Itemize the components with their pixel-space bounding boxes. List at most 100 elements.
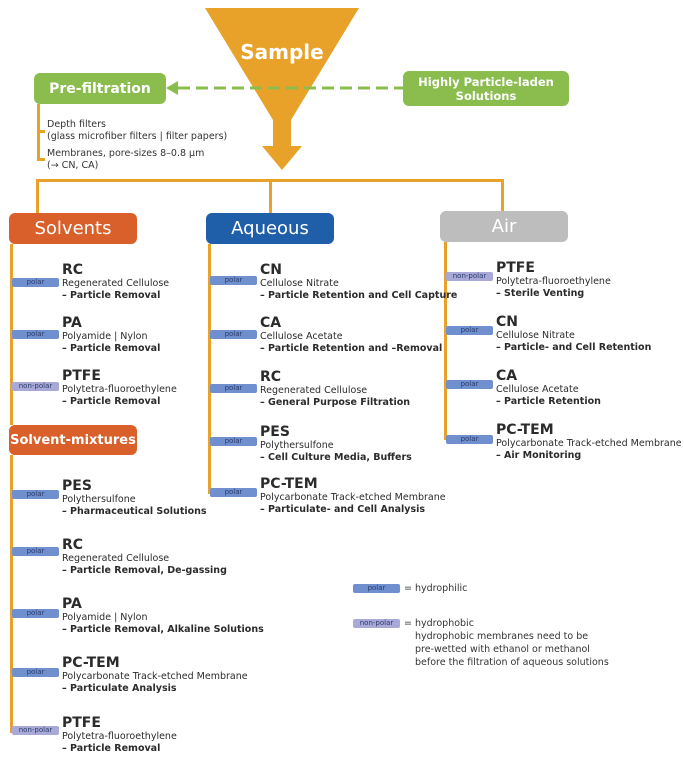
legend-polar-desc: = hydrophilic — [404, 583, 468, 594]
entry-abbr: CA — [260, 315, 282, 331]
legend-note-3: before the filtration of aqueous solutio… — [415, 657, 609, 668]
entry-full: Polycarbonate Track-etched Membrane — [260, 492, 446, 503]
aqueous-entry-rc: RC Regenerated Cellulose – General Purpo… — [260, 369, 410, 409]
dashed-arrow — [166, 81, 404, 95]
air-entry-ca: CA Cellulose Acetate – Particle Retentio… — [496, 368, 601, 408]
tag-polar: polar — [446, 380, 493, 389]
entry-use: – Sterile Venting — [496, 288, 585, 299]
entry-full: Regenerated Cellulose — [62, 553, 170, 564]
entry-use: – Particulate Analysis — [62, 683, 177, 694]
entry-full: Polytetra-fluoroethylene — [496, 276, 611, 287]
tag-polar: polar — [210, 330, 257, 339]
entry-abbr: PA — [62, 596, 82, 612]
legend-note-1: hydrophobic membranes need to be — [415, 631, 589, 642]
entry-use: – Particle Removal — [62, 290, 161, 301]
entry-abbr: CA — [496, 368, 518, 384]
tag-polar: polar — [210, 384, 257, 393]
entry-abbr: PTFE — [496, 260, 535, 276]
entry-full: Cellulose Nitrate — [260, 278, 339, 289]
solvents-entry-rc: RC Regenerated Cellulose – Particle Remo… — [62, 262, 169, 302]
entry-use: – Air Monitoring — [496, 450, 582, 461]
legend-nonpolar-desc: = hydrophobic — [404, 618, 474, 629]
entry-full: Polytetra-fluoroethylene — [62, 731, 177, 742]
prefilt-bracket-tick1 — [37, 130, 45, 133]
tag-polar: polar — [12, 668, 59, 677]
entry-full: Polyamide | Nylon — [62, 331, 148, 342]
mixtures-entry-pctem: PC-TEM Polycarbonate Track-etched Membra… — [62, 655, 248, 695]
prefilt-note-1: Depth filters — [47, 119, 107, 130]
prefilt-note-4: (→ CN, CA) — [47, 160, 99, 171]
entry-full: Polytetra-fluoroethylene — [62, 384, 177, 395]
tag-polar: polar — [210, 276, 257, 285]
mixtures-entry-pes: PES Polythersulfone – Pharmaceutical Sol… — [62, 478, 207, 518]
entry-full: Polycarbonate Track-etched Membrane — [62, 671, 248, 682]
entry-use: – Particle Retention and Cell Capture — [260, 290, 458, 301]
category-air: Air — [440, 211, 568, 242]
entry-abbr: CN — [260, 262, 282, 278]
entry-full: Polythersulfone — [260, 440, 334, 451]
connector-solvents — [36, 179, 39, 214]
entry-abbr: RC — [62, 262, 84, 278]
tag-nonpolar: non-polar — [12, 382, 59, 391]
entry-full: Regenerated Cellulose — [62, 278, 170, 289]
solvents-entry-ptfe: PTFE Polytetra-fluoroethylene – Particle… — [62, 368, 177, 408]
entry-abbr: RC — [260, 369, 282, 385]
category-solvents: Solvents — [9, 213, 137, 244]
prefiltration-box: Pre-filtration — [34, 73, 166, 104]
prefilt-bracket-tick2 — [37, 158, 45, 161]
air-entry-cn: CN Cellulose Nitrate – Particle- and Cel… — [496, 314, 651, 354]
entry-use: – Particle- and Cell Retention — [496, 342, 652, 353]
connector-aqueous — [269, 179, 272, 214]
tag-polar: polar — [12, 609, 59, 618]
tag-nonpolar: non-polar — [12, 726, 59, 735]
rail-solvent-mixtures — [10, 455, 13, 733]
entry-use: – Particle Retention and –Removal — [260, 343, 443, 354]
entry-abbr: PC-TEM — [496, 422, 554, 438]
entry-abbr: PTFE — [62, 715, 101, 731]
entry-full: Polythersulfone — [62, 494, 136, 505]
mixtures-entry-rc: RC Regenerated Cellulose – Particle Remo… — [62, 537, 227, 577]
entry-use: – Particle Removal — [62, 396, 161, 407]
rail-air — [444, 242, 447, 440]
entry-use: – Particle Removal — [62, 343, 161, 354]
legend-polar-tag: polar — [353, 584, 400, 593]
aqueous-entry-ca: CA Cellulose Acetate – Particle Retentio… — [260, 315, 442, 355]
entry-full: Cellulose Nitrate — [496, 330, 575, 341]
entry-full: Regenerated Cellulose — [260, 385, 368, 396]
legend-note-2: pre-wetted with ethanol or methanol — [415, 644, 590, 655]
air-entry-ptfe: PTFE Polytetra-fluoroethylene – Sterile … — [496, 260, 611, 300]
sample-label: Sample — [240, 40, 324, 64]
mixtures-entry-pa: PA Polyamide | Nylon – Particle Removal,… — [62, 596, 264, 636]
entry-use: – Particulate- and Cell Analysis — [260, 504, 426, 515]
entry-use: – Particle Removal, Alkaline Solutions — [62, 624, 264, 635]
prefilt-note-3: Membranes, pore-sizes 8–0.8 µm — [47, 148, 205, 159]
tag-polar: polar — [12, 547, 59, 556]
tag-nonpolar: non-polar — [446, 272, 493, 281]
entry-full: Polyamide | Nylon — [62, 612, 148, 623]
tag-polar: polar — [12, 330, 59, 339]
connector-air — [501, 179, 504, 212]
aqueous-entry-pes: PES Polythersulfone – Cell Culture Media… — [260, 424, 412, 464]
highly-particle-line1: Highly Particle-laden — [418, 74, 554, 89]
category-aqueous: Aqueous — [206, 213, 334, 244]
entry-abbr: PC-TEM — [260, 476, 318, 492]
category-solvent-mixtures: Solvent-mixtures — [9, 425, 137, 455]
highly-particle-box: Highly Particle-laden Solutions — [403, 71, 569, 106]
entry-full: Polycarbonate Track-etched Membrane — [496, 438, 682, 449]
tag-polar: polar — [12, 278, 59, 287]
entry-full: Cellulose Acetate — [496, 384, 579, 395]
entry-abbr: PC-TEM — [62, 655, 120, 671]
entry-abbr: CN — [496, 314, 518, 330]
entry-full: Cellulose Acetate — [260, 331, 343, 342]
solvents-entry-pa: PA Polyamide | Nylon – Particle Removal — [62, 315, 160, 355]
mixtures-entry-ptfe: PTFE Polytetra-fluoroethylene – Particle… — [62, 715, 177, 755]
entry-abbr: PTFE — [62, 368, 101, 384]
tag-polar: polar — [12, 490, 59, 499]
tag-polar: polar — [210, 437, 257, 446]
air-entry-pctem: PC-TEM Polycarbonate Track-etched Membra… — [496, 422, 682, 462]
sample-funnel-shape — [205, 8, 359, 170]
rail-solvents — [10, 244, 13, 425]
entry-use: – Pharmaceutical Solutions — [62, 506, 207, 517]
entry-use: – General Purpose Filtration — [260, 397, 411, 408]
entry-use: – Particle Removal — [62, 743, 161, 754]
